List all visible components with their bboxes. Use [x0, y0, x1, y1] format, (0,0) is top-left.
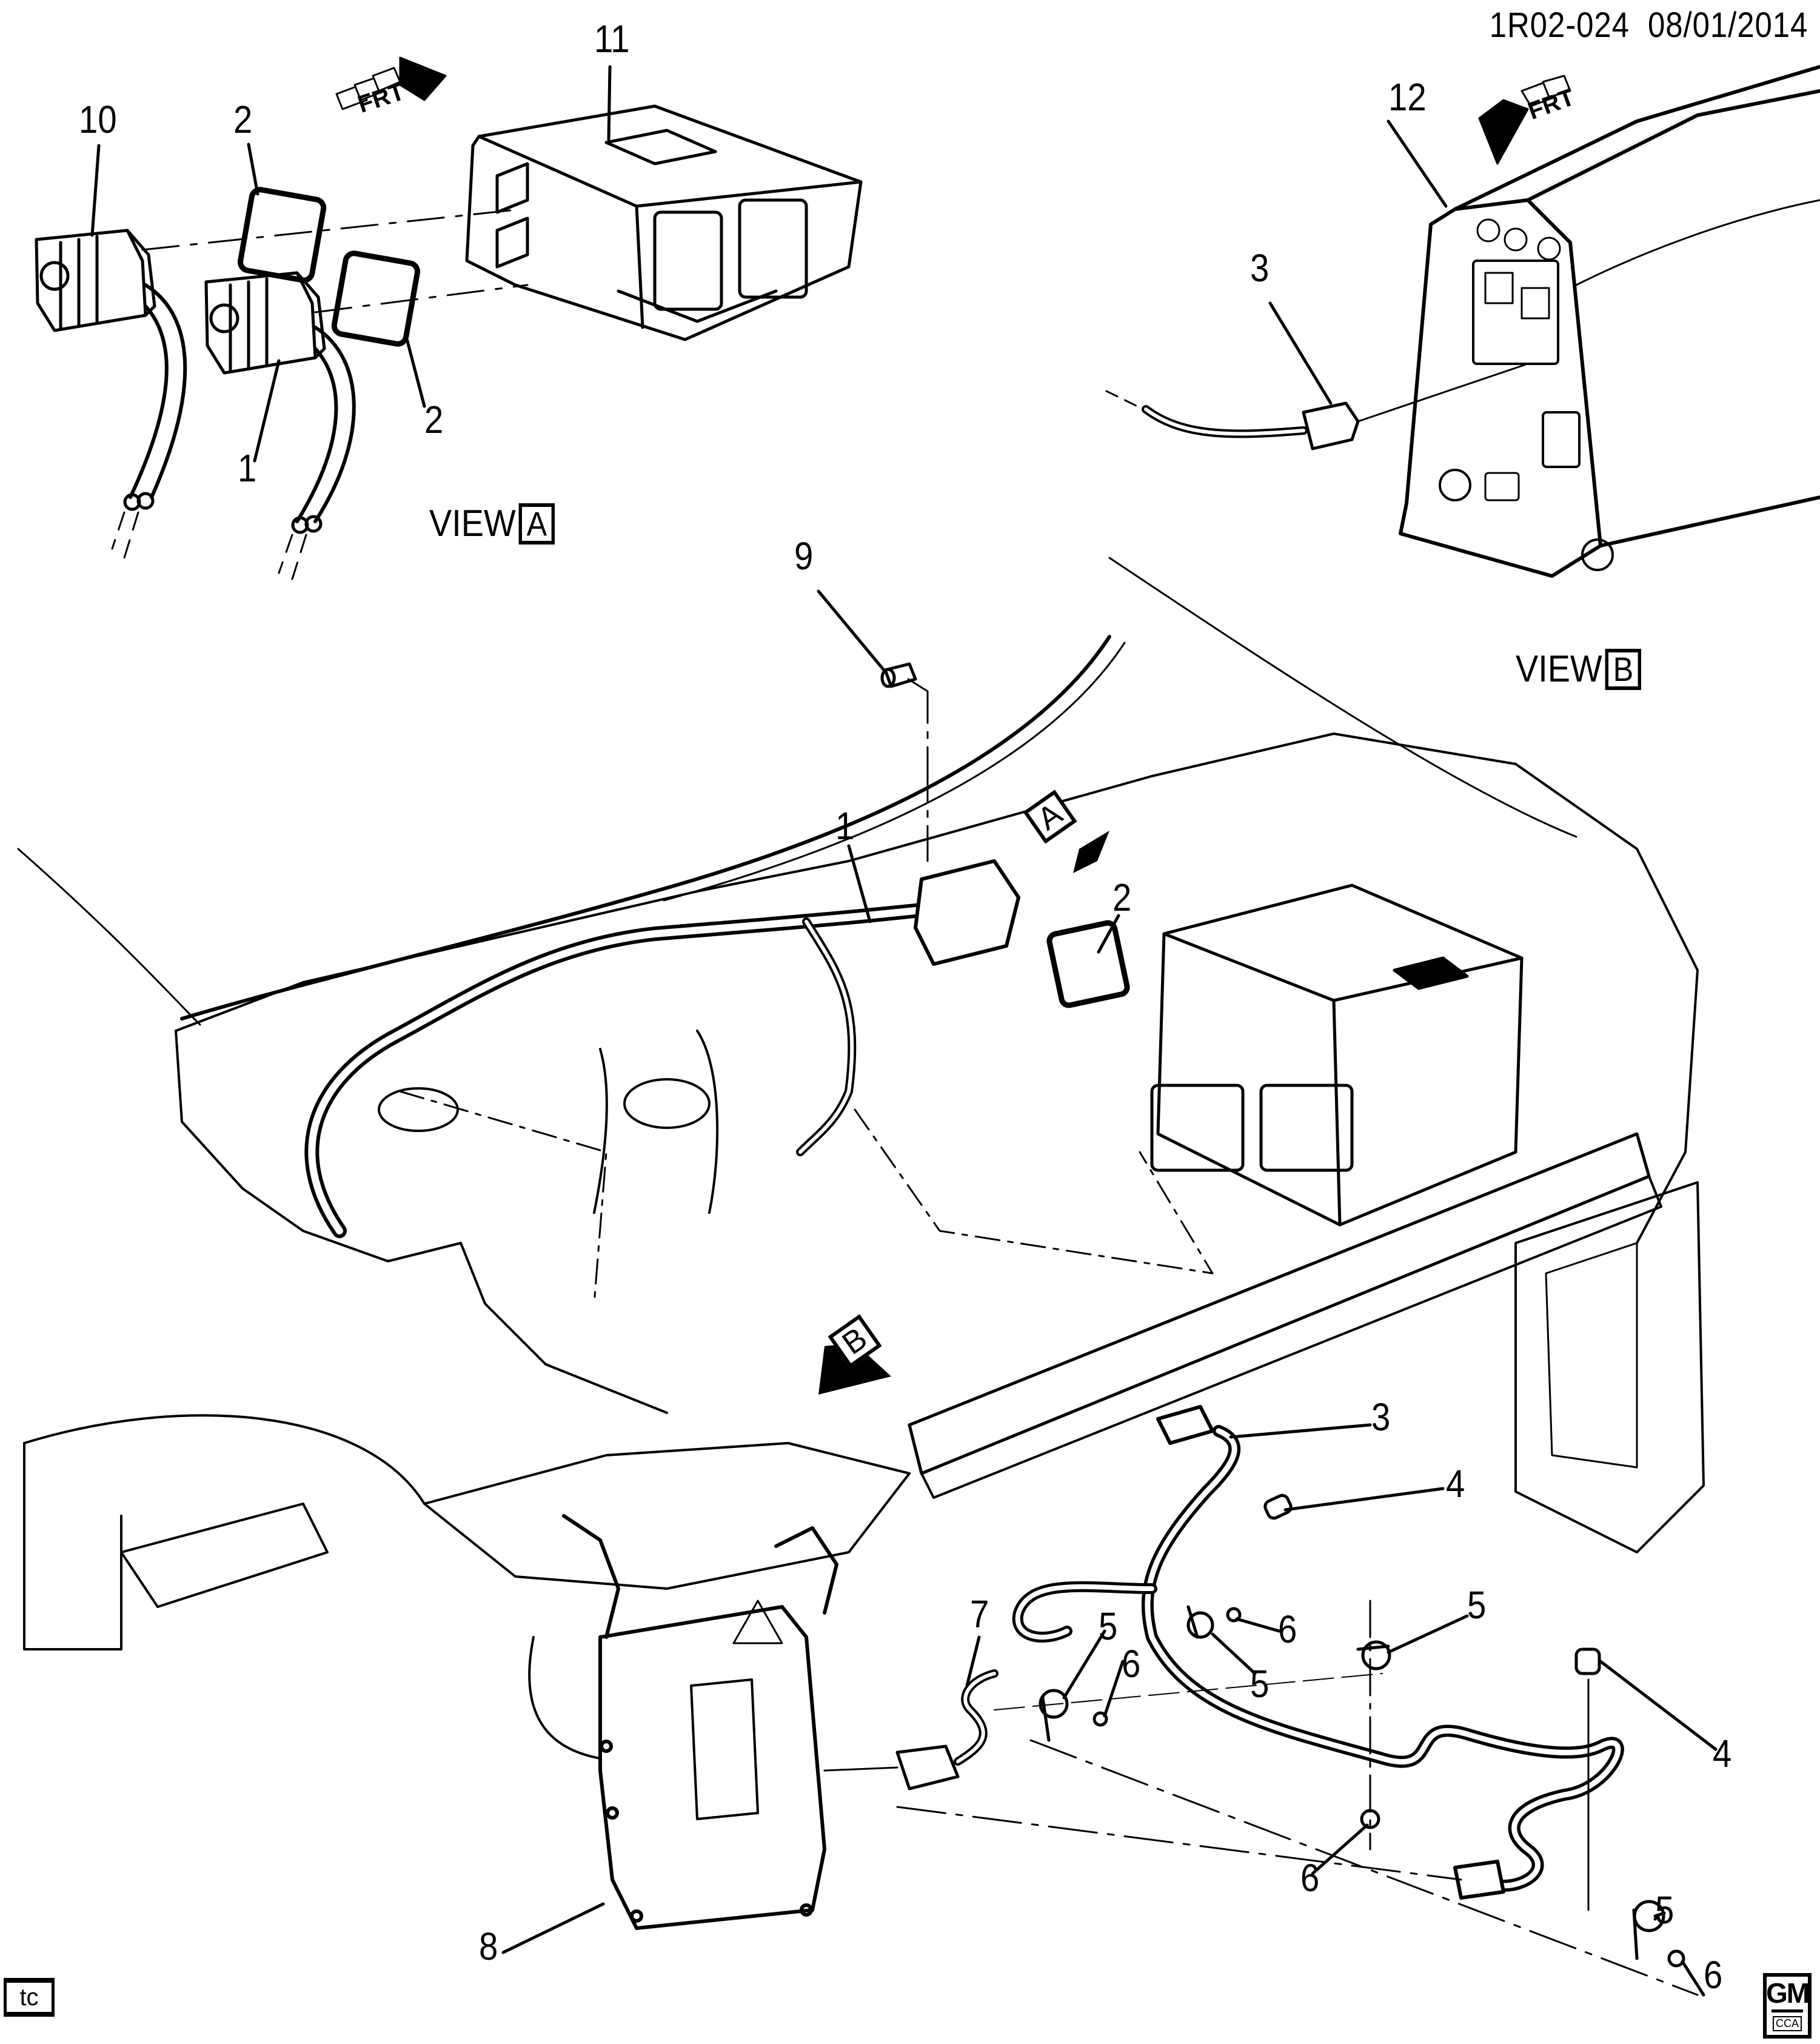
view-b-arrow-icon: [818, 1343, 891, 1395]
view-a-prefix: VIEW: [429, 503, 516, 545]
cover-8-drawing: [528, 1514, 838, 1930]
frt-marker-view-a-drawing: [335, 56, 447, 110]
sleeve-4-upper-drawing: [1263, 1493, 1293, 1520]
module-11-drawing: [465, 104, 863, 341]
callout-2-top: 2: [233, 98, 253, 141]
callout-6-upper: 6: [1278, 1607, 1297, 1651]
gm-logo-text: GM: [1765, 1977, 1810, 2009]
view-a-letter: A: [519, 503, 555, 545]
callout-6-bottom: 6: [1704, 1953, 1723, 1997]
gm-logo-divider: [1771, 2009, 1803, 2012]
bottom-group: [501, 1405, 1718, 1997]
callout-5-right: 5: [1467, 1583, 1487, 1627]
callout-5-lower: 5: [1655, 1888, 1674, 1932]
gm-logo: GM CCA: [1763, 1973, 1812, 2039]
callout-4-lower: 4: [1713, 1732, 1732, 1775]
callout-1-view-a: 1: [238, 446, 257, 490]
seal-2-bay-drawing: [1046, 920, 1130, 1008]
view-a-group: [35, 56, 863, 580]
module-12-drawing: [1399, 65, 1820, 578]
view-a-arrow-icon: [1073, 831, 1109, 873]
module-in-bay-drawing: [1150, 883, 1524, 1227]
gm-logo-subtext: CCA: [1772, 2016, 1802, 2031]
sleeve-4-lower-drawing: [1574, 1647, 1601, 1675]
callout-2-main: 2: [1112, 876, 1132, 919]
clips-and-nuts-drawing: [896, 1600, 1699, 1996]
tc-badge: tc: [4, 1978, 55, 2017]
callout-5-mid: 5: [1250, 1662, 1270, 1706]
callout-5-left: 5: [1099, 1604, 1118, 1648]
view-b-letter: B: [1605, 648, 1641, 690]
harness-3-view-b-drawing: [1105, 363, 1529, 451]
diagram-id: 1R02-024: [1489, 5, 1630, 45]
harness-3-long-drawing: [1012, 1405, 1624, 1900]
callout-3-main: 3: [1371, 1395, 1391, 1439]
main-assembly-drawing: [17, 557, 1705, 1650]
callout-1-main: 1: [835, 804, 855, 848]
diagram-date: 08/01/2014: [1647, 5, 1808, 45]
connector-10-drawing: [35, 229, 187, 559]
seal-2-top-drawing: [237, 187, 327, 283]
callout-10: 10: [79, 98, 117, 141]
callout-2-view-a: 2: [424, 398, 444, 441]
harness-7-drawing: [823, 1669, 999, 1791]
frt-marker-view-b-drawing: [1478, 75, 1571, 165]
connector-1-drawing: [204, 271, 356, 580]
callout-6-lower: 6: [1300, 1856, 1320, 1900]
callout-12: 12: [1388, 75, 1427, 119]
view-b-group: [1105, 65, 1820, 578]
diagram-header: 1R02-024 08/01/2014: [1489, 5, 1808, 45]
callout-6-left: 6: [1122, 1642, 1141, 1686]
callout-9: 9: [794, 534, 814, 578]
callout-8: 8: [479, 1925, 498, 1968]
pin-9-drawing: [880, 662, 917, 688]
view-a-label: VIEW A: [429, 502, 555, 545]
view-b-prefix: VIEW: [1516, 648, 1602, 690]
callout-11: 11: [594, 17, 630, 61]
callout-3-view-b: 3: [1250, 246, 1270, 290]
callout-4-upper: 4: [1446, 1462, 1465, 1506]
seal-2-lower-drawing: [331, 250, 421, 347]
callout-7: 7: [970, 1592, 989, 1636]
view-b-label: VIEW B: [1516, 648, 1641, 691]
